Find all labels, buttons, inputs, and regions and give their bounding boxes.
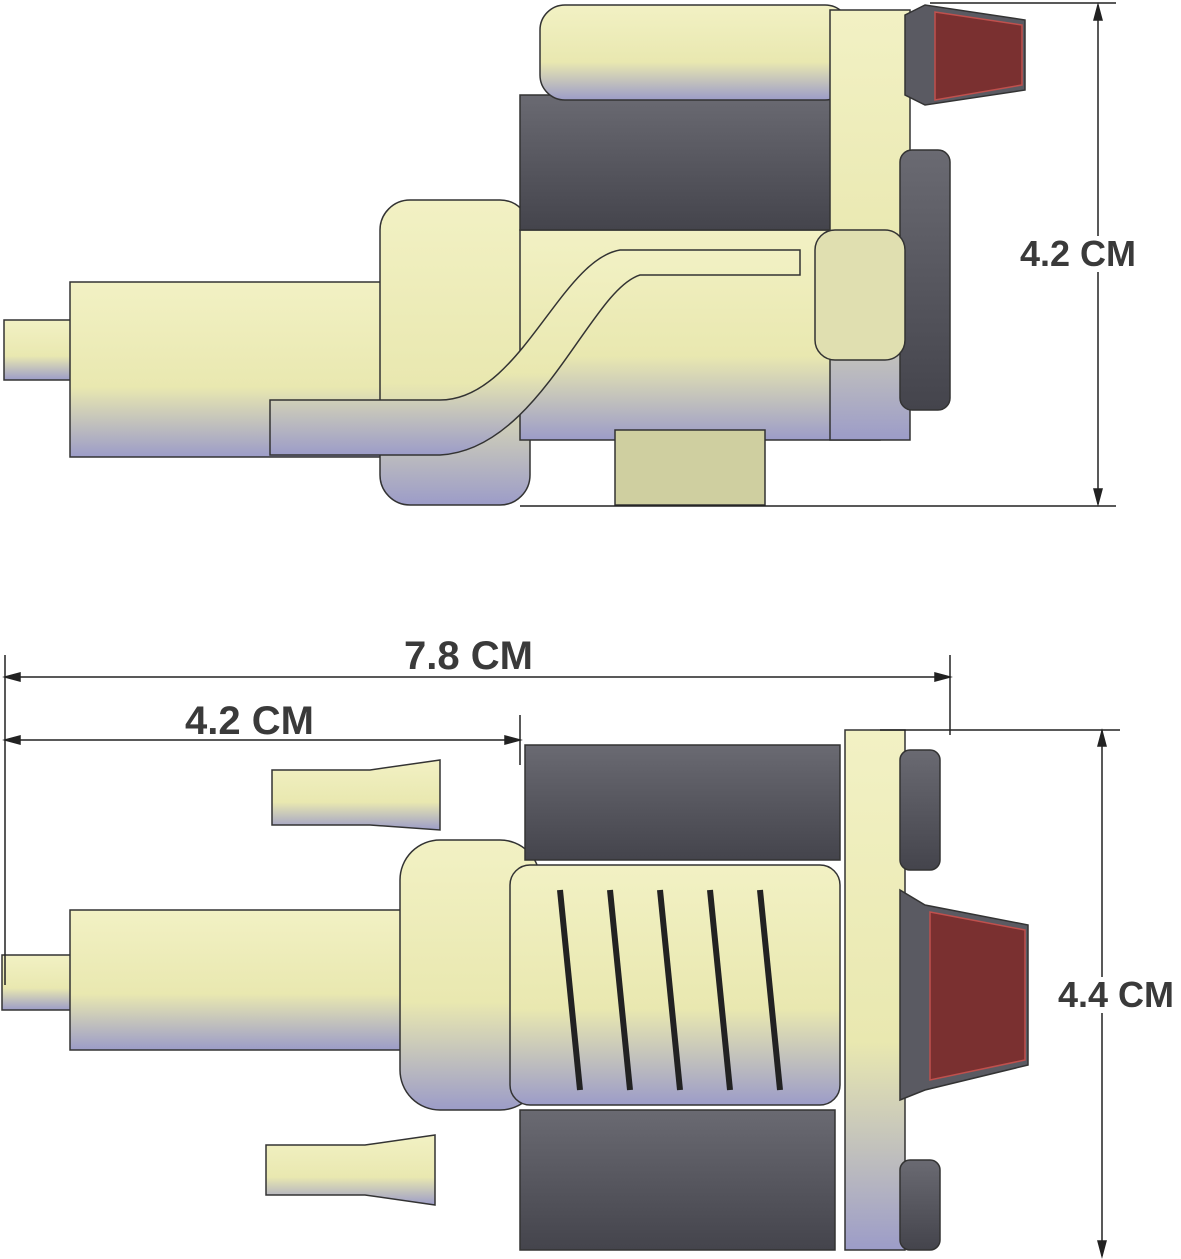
front-accessories [844, 729, 906, 1251]
output-shaft [3, 319, 75, 381]
top-view-engine [1, 729, 1029, 1251]
oil-pan [614, 429, 766, 506]
side-view-engine [3, 4, 1026, 506]
alternator [814, 229, 906, 361]
transmission-length-label: 4.2 CM [185, 699, 314, 743]
valve-cover-upper [524, 744, 841, 861]
dimension-lines [2, 2, 1120, 1259]
valve-cover [519, 94, 836, 231]
output-shaft [1, 954, 78, 1011]
overall-length-label: 7.8 CM [402, 634, 535, 678]
valve-cover-lower [519, 1109, 836, 1251]
top-view-width-label: 4.4 CM [1056, 974, 1177, 1015]
exhaust-pipe-lower [265, 1134, 436, 1206]
side-view-height-label: 4.2 CM [1018, 233, 1139, 274]
exhaust-header [269, 249, 801, 456]
supercharger [539, 4, 851, 101]
exhaust-pipe-upper [271, 759, 441, 831]
bellhousing [379, 199, 531, 506]
pulley-lower [899, 1159, 941, 1251]
transmission [69, 909, 411, 1051]
supercharger [509, 864, 841, 1106]
front-accessories [829, 9, 911, 441]
pulley-upper [899, 749, 941, 871]
supercharger-ribs [557, 889, 783, 1091]
pulleys [899, 149, 951, 411]
